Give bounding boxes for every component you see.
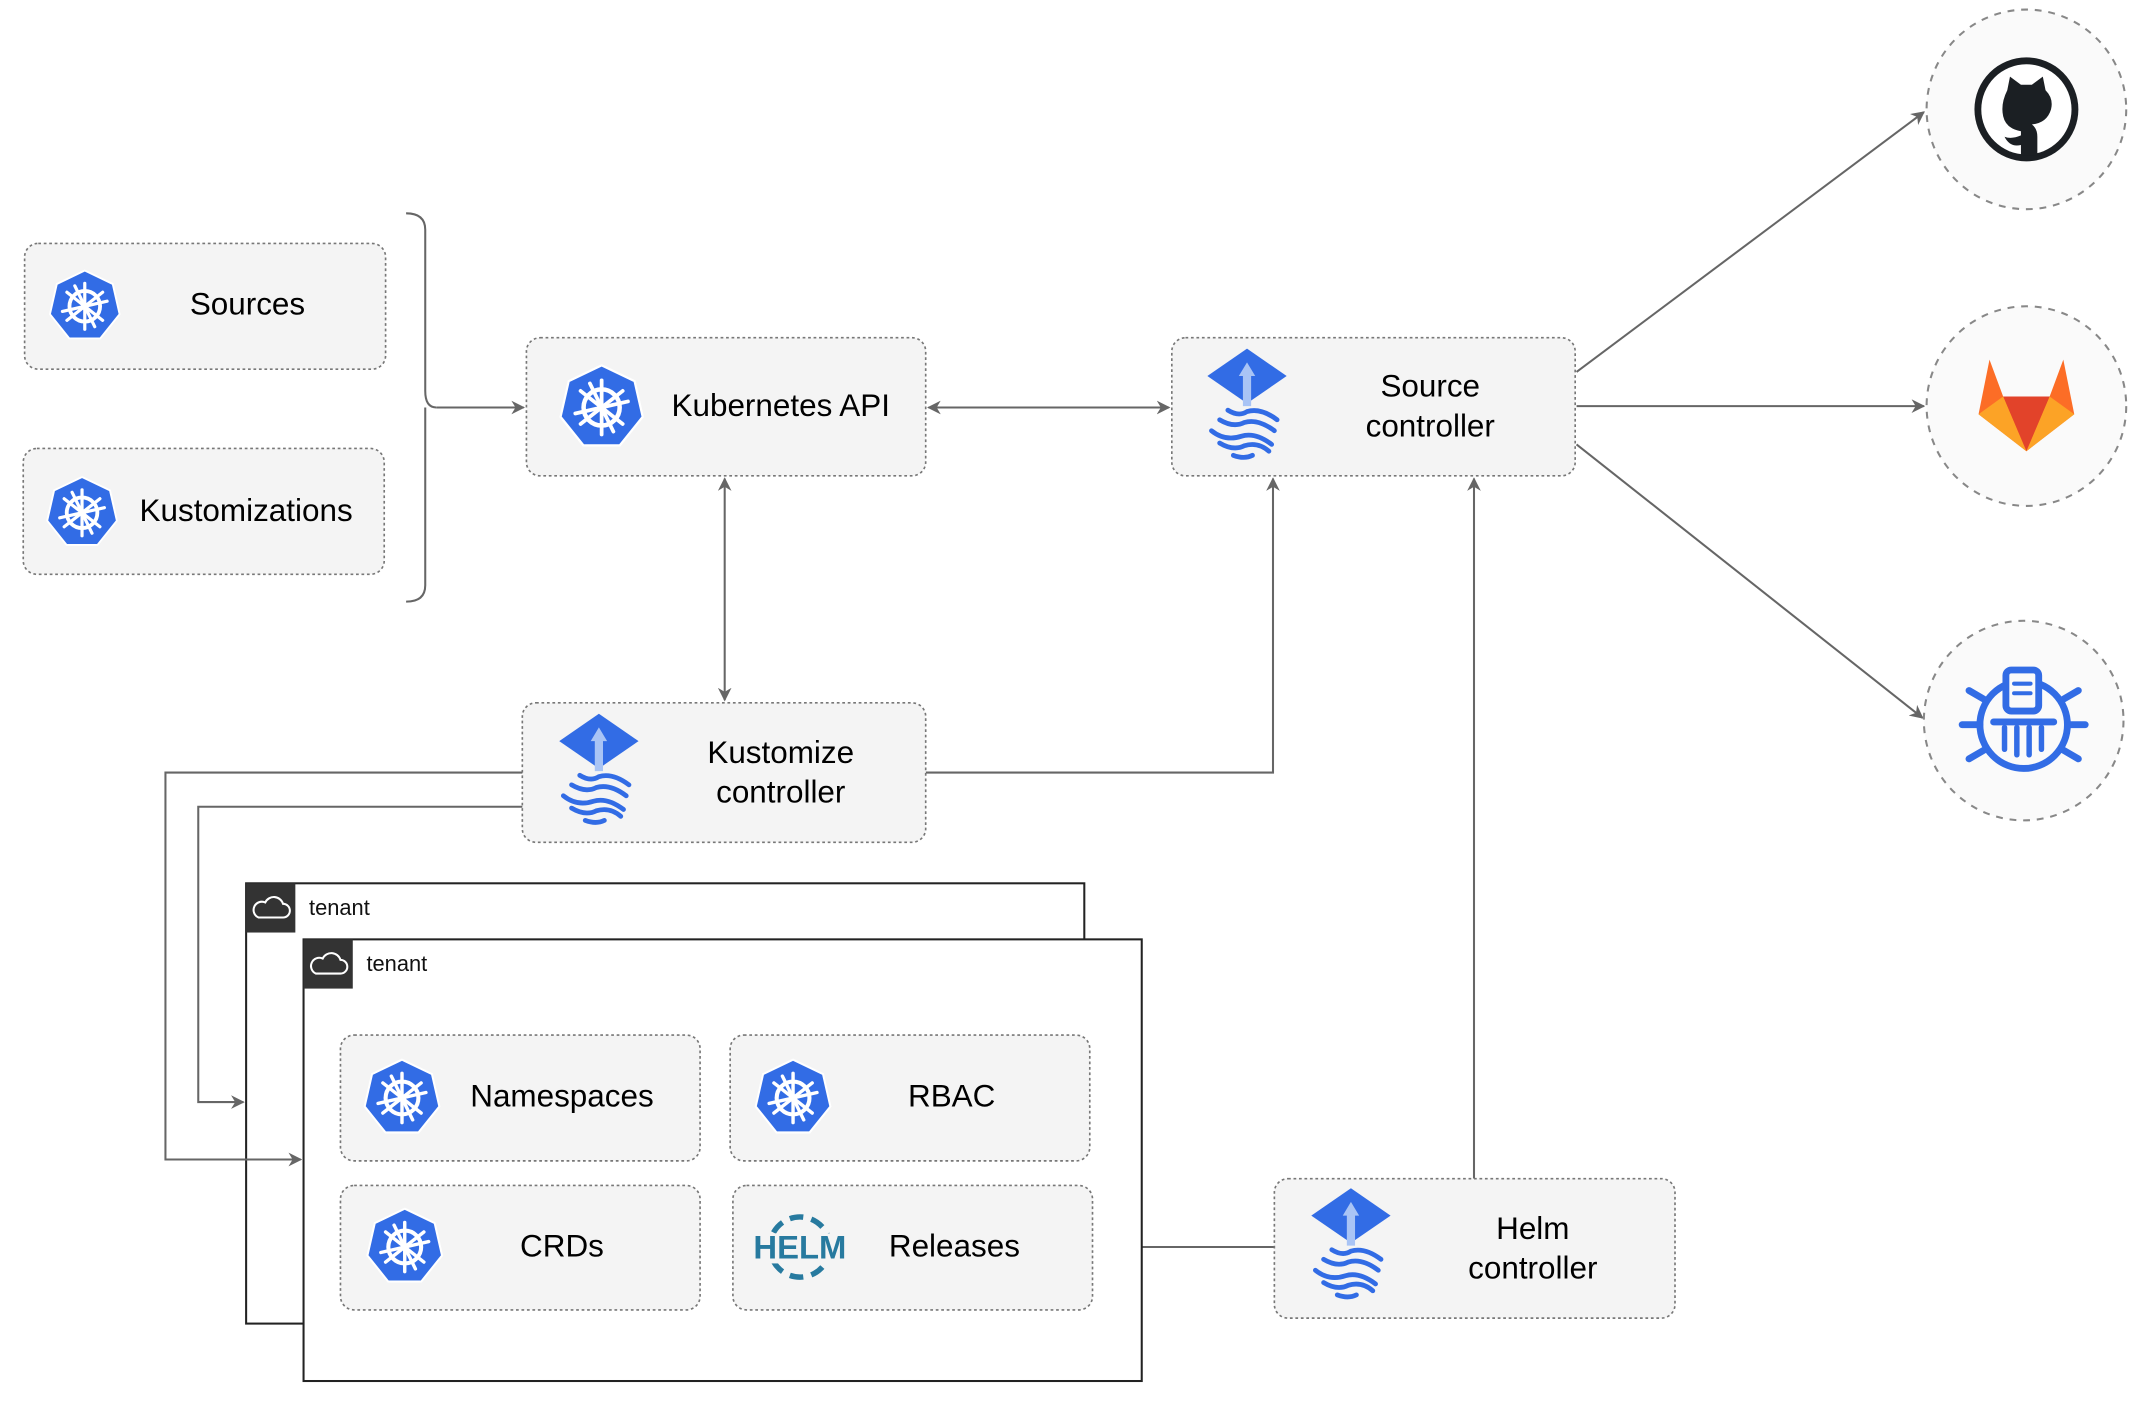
node-kustomizations[interactable]: Kustomizations	[22, 447, 386, 576]
label: Kubernetes API	[672, 388, 890, 423]
label-line2: controller	[716, 775, 845, 810]
label-line1: Helm	[1496, 1211, 1569, 1246]
external-github[interactable]	[1925, 8, 2128, 211]
node-crds[interactable]: CRDs	[339, 1184, 701, 1311]
label-line2: controller	[1468, 1251, 1597, 1286]
node-source-controller[interactable]: Source controller	[1170, 336, 1577, 477]
label-line2: controller	[1366, 408, 1495, 443]
node-kubernetes-api[interactable]: Kubernetes API	[525, 336, 927, 477]
node-rbac[interactable]: RBAC	[729, 1034, 1091, 1162]
cloud-icon	[302, 938, 354, 990]
cloud-icon	[245, 882, 297, 934]
tenant-label: tenant	[309, 895, 370, 920]
helm-logo-text: HELM	[753, 1228, 846, 1265]
label: CRDs	[520, 1229, 604, 1264]
edge-kustomize-source	[925, 477, 1280, 774]
edge-kustomize-tenant-back	[197, 805, 523, 1109]
label: Kustomizations	[140, 493, 353, 528]
label: Namespaces	[470, 1078, 653, 1113]
label: Releases	[889, 1229, 1020, 1264]
edge-kustomize-tenant-front	[164, 771, 523, 1167]
label: Sources	[190, 287, 305, 322]
edges	[406, 111, 1926, 1254]
bucket-icon	[1958, 666, 2089, 772]
helm-icon: HELM	[753, 1214, 847, 1280]
tenant-label: tenant	[366, 951, 427, 976]
node-sources[interactable]: Sources	[23, 242, 387, 371]
node-namespaces[interactable]: Namespaces	[339, 1034, 701, 1162]
gitlab-icon	[1978, 359, 2075, 452]
github-icon	[1974, 57, 2079, 162]
node-releases[interactable]: HELM Releases	[732, 1184, 1094, 1311]
label-line1: Source	[1380, 369, 1480, 404]
external-bucket[interactable]	[1922, 619, 2125, 822]
node-helm-controller[interactable]: Helm controller	[1273, 1177, 1676, 1319]
brace	[406, 212, 437, 603]
label-line1: Kustomize	[707, 735, 854, 770]
edge-source-bucket	[1575, 443, 1924, 719]
external-gitlab[interactable]	[1925, 305, 2128, 507]
node-kustomize-controller[interactable]: Kustomize controller	[521, 701, 927, 844]
edge-source-github	[1575, 111, 1925, 373]
label: RBAC	[908, 1078, 995, 1113]
